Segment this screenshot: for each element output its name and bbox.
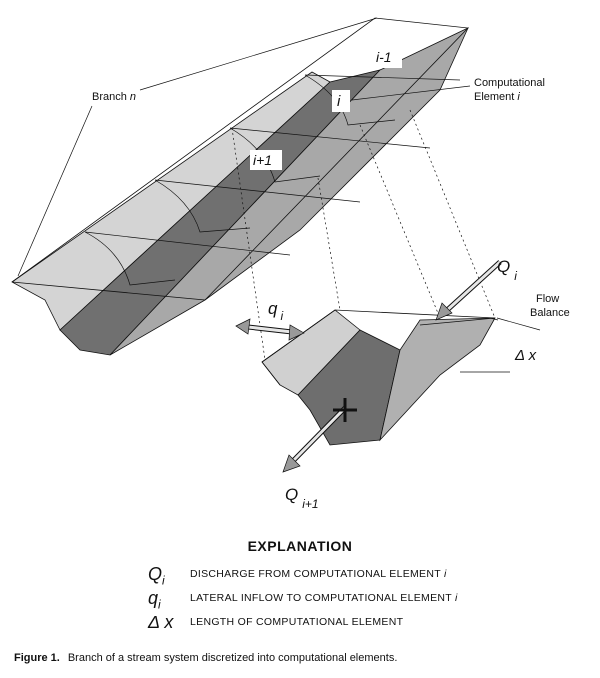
element-labels: i-1 i i+1 [250,46,402,170]
label-flow-1: Flow [536,293,559,305]
arrows [235,260,502,473]
label-flow-2: Balance [530,307,570,319]
explanation-title: EXPLANATION [247,538,353,554]
q-inflow-arrowhead [435,302,453,321]
explanation-symbol: Δ x [148,612,174,632]
label-delta-x: Δ x [514,347,537,364]
explanation-row: Δ x LENGTH OF COMPUTATIONAL ELEMENT [0,612,600,634]
explanation-row: Qi DISCHARGE FROM COMPUTATIONAL ELEMENT … [0,564,600,588]
caption-text: Branch of a stream system discretized in… [67,652,398,664]
explanation-description: DISCHARGE FROM COMPUTATIONAL ELEMENT i [190,568,447,580]
label-elem-next: i+1 [253,152,272,168]
branch-channel [11,17,469,356]
detail-element [261,309,541,446]
label-elem-prev: i-1 [376,49,392,65]
q-outflow-arrowhead [282,454,301,473]
explanation-symbol: qi [148,588,161,612]
figure-caption: Figure 1. Branch of a stream system discr… [14,652,397,664]
projection-lines [231,109,496,361]
label-comp-element-1: Computational [474,77,545,89]
explanation-description: LENGTH OF COMPUTATIONAL ELEMENT [190,616,404,628]
caption-label: Figure 1. [14,652,60,664]
explanation-symbol: Qi [148,564,165,588]
label-comp-element-2: Element i [474,91,520,103]
explanation-description: LATERAL INFLOW TO COMPUTATIONAL ELEMENT … [190,592,458,604]
cross-marker [333,398,357,422]
label-elem-cur: i [337,93,341,110]
label-branch: Branch n [92,91,136,103]
explanation-row: qi LATERAL INFLOW TO COMPUTATIONAL ELEME… [0,588,600,612]
stream-branch-diagram: i-1 i i+1 Branch n Computational Element… [11,17,570,511]
